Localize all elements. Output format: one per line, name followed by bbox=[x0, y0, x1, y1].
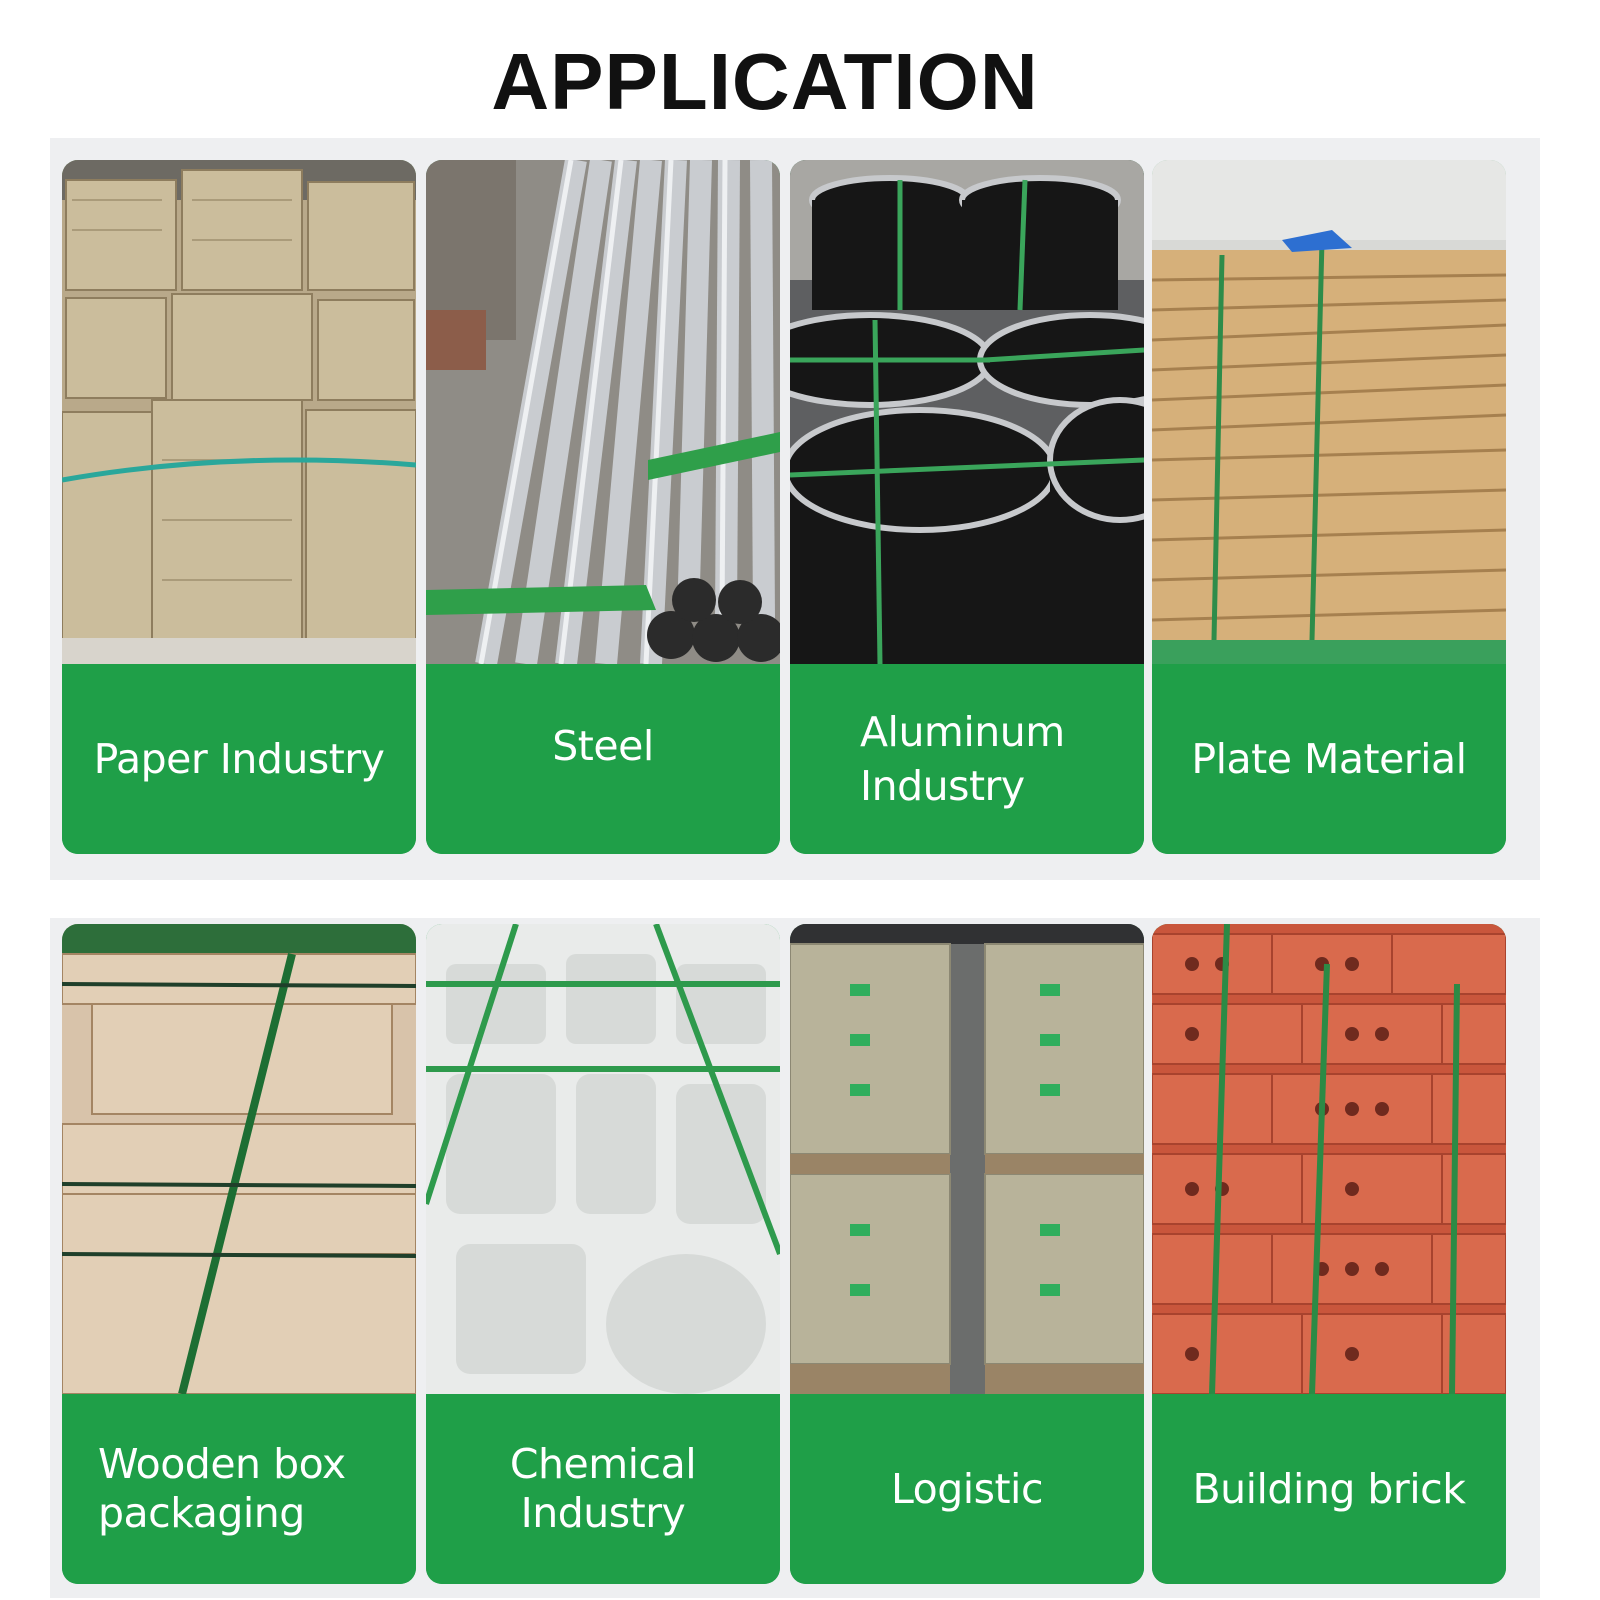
wood-plates-photo bbox=[1152, 160, 1506, 664]
card-plate-material: Plate Material bbox=[1152, 160, 1506, 854]
page-title: APPLICATION bbox=[491, 37, 1039, 126]
card-label-box: Paper Industry bbox=[62, 664, 416, 854]
steel-rods-photo bbox=[426, 160, 780, 664]
card-building-brick: Building brick bbox=[1152, 924, 1506, 1584]
card-label-box: Steel bbox=[426, 664, 780, 854]
card-label-box: Aluminum Industry bbox=[790, 664, 1144, 854]
card-wooden-box-packaging: Wooden box packaging bbox=[62, 924, 416, 1584]
card-label-box: Plate Material bbox=[1152, 664, 1506, 854]
card-logistic: Logistic bbox=[790, 924, 1144, 1584]
card-label-box: Building brick bbox=[1152, 1394, 1506, 1584]
card-label-box: Chemical Industry bbox=[426, 1394, 780, 1584]
card-label-box: Wooden box packaging bbox=[62, 1394, 416, 1584]
aluminum-drums-photo bbox=[790, 160, 1144, 664]
card-label: Chemical Industry bbox=[509, 1439, 697, 1537]
application-panel-bottom: Wooden box packaging bbox=[50, 918, 1540, 1598]
wooden-boxes-photo bbox=[62, 924, 416, 1394]
card-label: Aluminum Industry bbox=[860, 707, 1065, 810]
card-label-box: Logistic bbox=[790, 1394, 1144, 1584]
card-label: Plate Material bbox=[1191, 734, 1467, 783]
card-paper-industry: Paper Industry bbox=[62, 160, 416, 854]
application-panel-top: Paper Industry bbox=[50, 138, 1540, 880]
card-label: Building brick bbox=[1192, 1464, 1466, 1513]
card-aluminum-industry: Aluminum Industry bbox=[790, 160, 1144, 854]
bricks-photo bbox=[1152, 924, 1506, 1394]
card-label: Wooden box packaging bbox=[98, 1439, 346, 1537]
paper-bales-photo bbox=[62, 160, 416, 664]
chemical-containers-photo bbox=[426, 924, 780, 1394]
logistic-pallets-photo bbox=[790, 924, 1144, 1394]
card-label: Steel bbox=[552, 722, 654, 770]
card-label: Paper Industry bbox=[93, 734, 385, 783]
card-steel: Steel bbox=[426, 160, 780, 854]
card-chemical-industry: Chemical Industry bbox=[426, 924, 780, 1584]
card-label: Logistic bbox=[891, 1464, 1044, 1513]
